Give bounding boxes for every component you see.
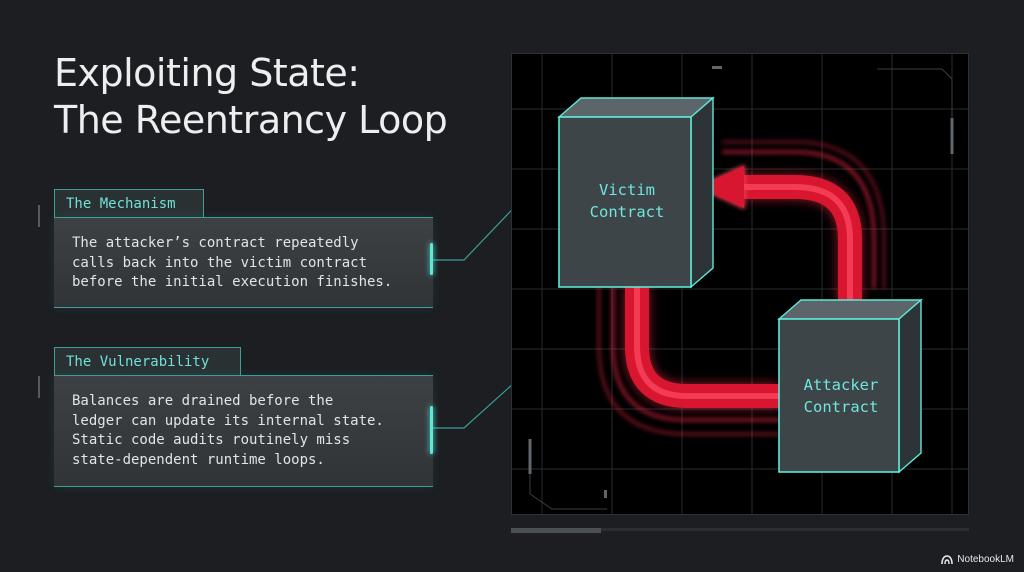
attacker-label-line2: Contract — [804, 398, 879, 416]
panel-footer-accent — [511, 528, 601, 533]
vulnerability-card: Balances are drained before the ledger c… — [54, 375, 433, 487]
victim-contract-box — [557, 96, 715, 289]
title-line-2: The Reentrancy Loop — [54, 98, 448, 142]
mechanism-edge-marker — [430, 243, 433, 275]
branding: NotebookLM — [941, 553, 1014, 567]
reentrancy-diagram: Victim Contract Attacker Contract — [512, 54, 968, 514]
mechanism-text: The attacker’s contract repeatedly calls… — [72, 235, 393, 290]
attacker-label-line1: Attacker — [804, 376, 879, 394]
notebooklm-logo-icon — [941, 555, 954, 565]
mechanism-label: The Mechanism — [54, 189, 204, 217]
vulnerability-text: Balances are drained before the ledger c… — [72, 393, 384, 468]
panel-footer-bar — [511, 528, 969, 531]
mechanism-left-tick — [38, 205, 40, 227]
page-title: Exploiting State: The Reentrancy Loop — [54, 50, 448, 144]
callback-loop-top — [696, 141, 885, 304]
victim-label-line1: Victim — [599, 181, 655, 199]
circuit-traces — [528, 66, 954, 510]
vulnerability-left-tick — [38, 376, 40, 398]
branding-text: NotebookLM — [957, 554, 1014, 565]
callback-loop-bottom — [598, 286, 780, 435]
victim-label-line2: Contract — [590, 203, 665, 221]
vulnerability-edge-marker — [430, 406, 433, 454]
diagram-panel: Victim Contract Attacker Contract — [511, 53, 969, 515]
attacker-contract-box — [777, 298, 923, 474]
vulnerability-label: The Vulnerability — [54, 347, 241, 375]
mechanism-card: The attacker’s contract repeatedly calls… — [54, 217, 433, 308]
title-line-1: Exploiting State: — [54, 51, 360, 95]
